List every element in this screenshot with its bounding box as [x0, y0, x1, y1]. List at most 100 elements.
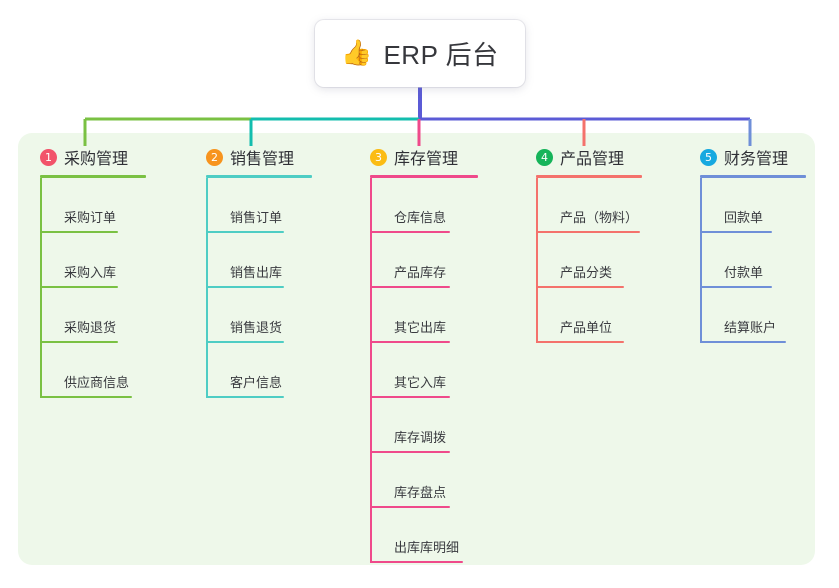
branch-badge-5: 5 — [700, 148, 717, 166]
branch-spine-2 — [206, 178, 208, 398]
leaf-item[interactable]: 供应商信息 — [40, 343, 146, 398]
leaf-item-rule — [370, 286, 450, 288]
branch-header-rule-5 — [700, 175, 806, 178]
branch-header-rule-1 — [40, 175, 146, 178]
leaf-item-label: 供应商信息 — [64, 375, 130, 390]
root-node[interactable]: 👍 ERP 后台 — [315, 20, 525, 87]
leaf-item-rule — [370, 231, 450, 233]
branch-column-5: 5 财务管理回款单付款单结算账户 — [700, 145, 806, 343]
branch-title-4: 产品管理 — [560, 151, 625, 168]
leaf-item-label: 采购订单 — [64, 210, 117, 225]
leaf-item-rule — [370, 561, 463, 563]
leaf-item-rule — [206, 231, 284, 233]
branch-spine-4 — [536, 178, 538, 343]
leaf-item[interactable]: 销售退货 — [206, 288, 312, 343]
leaf-item-rule — [536, 341, 624, 343]
branch-items-5: 回款单付款单结算账户 — [700, 178, 806, 343]
leaf-item-rule — [700, 231, 772, 233]
leaf-item[interactable]: 产品库存 — [370, 233, 478, 288]
leaf-item-label: 库存盘点 — [394, 485, 447, 500]
leaf-item-rule — [370, 451, 450, 453]
leaf-item-label: 回款单 — [724, 210, 764, 225]
branch-title-1: 采购管理 — [64, 151, 129, 168]
branch-header-5[interactable]: 5 财务管理 — [700, 145, 806, 169]
branch-badge-4: 4 — [536, 148, 553, 166]
branch-title-3: 库存管理 — [394, 151, 459, 168]
branch-badge-3: 3 — [370, 148, 387, 166]
branch-items-2: 销售订单销售出库销售退货客户信息 — [206, 178, 312, 398]
leaf-item-label: 客户信息 — [230, 375, 283, 390]
branch-header-rule-4 — [536, 175, 642, 178]
branch-column-1: 1 采购管理采购订单采购入库采购退货供应商信息 — [40, 145, 146, 398]
leaf-item[interactable]: 产品单位 — [536, 288, 642, 343]
leaf-item-label: 产品库存 — [394, 265, 447, 280]
leaf-item-label: 产品分类 — [560, 265, 613, 280]
leaf-item[interactable]: 库存盘点 — [370, 453, 478, 508]
branch-items-3: 仓库信息产品库存其它出库其它入库库存调拨库存盘点出库库明细 — [370, 178, 478, 563]
leaf-item-rule — [40, 231, 118, 233]
leaf-item-label: 其它入库 — [394, 375, 447, 390]
branch-title-5: 财务管理 — [724, 151, 789, 168]
leaf-item-rule — [536, 286, 624, 288]
leaf-item-rule — [536, 231, 640, 233]
branch-spine-1 — [40, 178, 42, 398]
leaf-item-rule — [370, 341, 450, 343]
leaf-item-label: 结算账户 — [724, 320, 777, 335]
leaf-item-label: 付款单 — [724, 265, 764, 280]
leaf-item-label: 产品单位 — [560, 320, 613, 335]
leaf-item[interactable]: 采购订单 — [40, 178, 146, 233]
leaf-item-rule — [206, 286, 284, 288]
leaf-item[interactable]: 结算账户 — [700, 288, 806, 343]
leaf-item-rule — [700, 286, 772, 288]
branch-header-rule-2 — [206, 175, 312, 178]
leaf-item-label: 其它出库 — [394, 320, 447, 335]
branch-badge-1: 1 — [40, 148, 57, 166]
leaf-item[interactable]: 产品（物料） — [536, 178, 642, 233]
branch-badge-2: 2 — [206, 148, 223, 166]
leaf-item-rule — [206, 396, 284, 398]
leaf-item-rule — [40, 341, 118, 343]
branch-spine-3 — [370, 178, 372, 563]
leaf-item-label: 销售订单 — [230, 210, 283, 225]
leaf-item[interactable]: 产品分类 — [536, 233, 642, 288]
leaf-item-label: 销售出库 — [230, 265, 283, 280]
diagram-panel-background — [18, 133, 815, 565]
leaf-item[interactable]: 付款单 — [700, 233, 806, 288]
leaf-item-label: 采购入库 — [64, 265, 117, 280]
leaf-item-label: 销售退货 — [230, 320, 283, 335]
leaf-item[interactable]: 采购退货 — [40, 288, 146, 343]
root-node-title: ERP 后台 — [383, 40, 499, 70]
branch-header-1[interactable]: 1 采购管理 — [40, 145, 146, 169]
leaf-item-rule — [370, 506, 450, 508]
branch-header-3[interactable]: 3 库存管理 — [370, 145, 478, 169]
leaf-item[interactable]: 采购入库 — [40, 233, 146, 288]
leaf-item-label: 出库库明细 — [394, 540, 460, 555]
leaf-item[interactable]: 库存调拨 — [370, 398, 478, 453]
leaf-item-label: 产品（物料） — [560, 210, 639, 225]
branch-items-1: 采购订单采购入库采购退货供应商信息 — [40, 178, 146, 398]
leaf-item-rule — [40, 396, 132, 398]
root-node-content: 👍 ERP 后台 — [341, 35, 498, 72]
branch-title-2: 销售管理 — [230, 151, 295, 168]
leaf-item-rule — [700, 341, 786, 343]
leaf-item[interactable]: 回款单 — [700, 178, 806, 233]
leaf-item[interactable]: 其它出库 — [370, 288, 478, 343]
leaf-item-label: 采购退货 — [64, 320, 117, 335]
branch-items-4: 产品（物料） 产品分类产品单位 — [536, 178, 642, 343]
leaf-item-label: 库存调拨 — [394, 430, 447, 445]
branch-column-4: 4 产品管理产品（物料） 产品分类产品单位 — [536, 145, 642, 343]
leaf-item[interactable]: 销售订单 — [206, 178, 312, 233]
leaf-item[interactable]: 销售出库 — [206, 233, 312, 288]
leaf-item-rule — [370, 396, 450, 398]
branch-header-rule-3 — [370, 175, 478, 178]
branch-header-2[interactable]: 2 销售管理 — [206, 145, 312, 169]
thumbs-up-icon: 👍 — [341, 39, 373, 67]
leaf-item[interactable]: 出库库明细 — [370, 508, 478, 563]
branch-column-3: 3 库存管理仓库信息产品库存其它出库其它入库库存调拨库存盘点出库库明细 — [370, 145, 478, 563]
leaf-item[interactable]: 客户信息 — [206, 343, 312, 398]
leaf-item[interactable]: 其它入库 — [370, 343, 478, 398]
leaf-item[interactable]: 仓库信息 — [370, 178, 478, 233]
leaf-item-rule — [206, 341, 284, 343]
branch-header-4[interactable]: 4 产品管理 — [536, 145, 642, 169]
